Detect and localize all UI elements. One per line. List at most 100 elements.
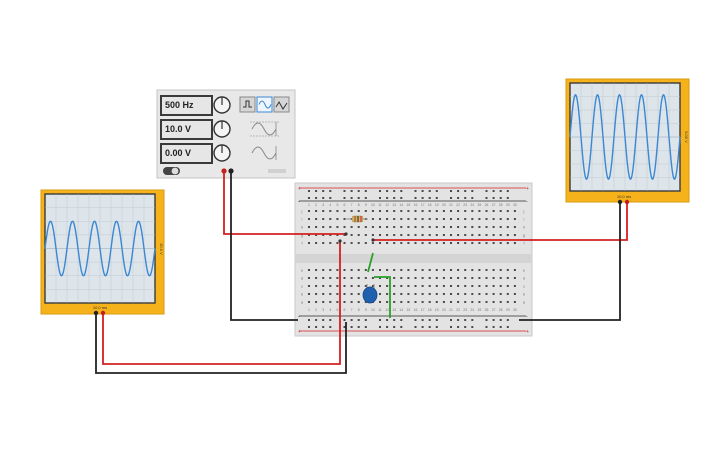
column-number-label: 4 [329, 203, 331, 207]
power-toggle[interactable] [163, 167, 180, 175]
row-letter-label: h [301, 225, 303, 230]
column-number-label: 27 [492, 308, 496, 312]
column-number-label: 12 [385, 203, 389, 207]
column-number-label: 24 [470, 308, 474, 312]
center-channel [295, 254, 532, 263]
frequency-display[interactable]: 500 Hz [160, 95, 213, 116]
column-number-label: 22 [456, 203, 460, 207]
row-letter-label: j [523, 209, 525, 214]
svg-text:-: - [298, 199, 300, 205]
column-number-label: 28 [499, 308, 503, 312]
column-number-label: 14 [399, 308, 403, 312]
column-number-label: 22 [456, 308, 460, 312]
column-number-label: 16 [414, 308, 418, 312]
amplitude-hint-icon [250, 121, 280, 137]
column-number-label: 4 [329, 308, 331, 312]
column-number-label: 15 [407, 308, 411, 312]
oscilloscope-right-trace [569, 93, 681, 181]
row-letter-label: i [524, 217, 525, 222]
column-number-label: 8 [358, 308, 360, 312]
column-number-label: 1 [308, 203, 310, 207]
column-number-label: 20 [442, 203, 446, 207]
capacitor[interactable] [362, 284, 378, 304]
column-number-label: 18 [428, 308, 432, 312]
oscilloscope-left-time-label: 10.0 ms [93, 305, 107, 310]
column-number-label: 11 [378, 308, 382, 312]
svg-text:-: - [526, 199, 528, 205]
wire-green-jumper-1[interactable] [367, 252, 374, 273]
svg-text:+: + [298, 329, 301, 335]
oscilloscope-left-ground-terminal[interactable] [93, 310, 99, 316]
row-letter-label: e [301, 268, 304, 273]
column-number-label: 10 [371, 308, 375, 312]
oscilloscope-right-probe-terminal[interactable] [624, 199, 630, 205]
column-number-label: 25 [478, 203, 482, 207]
svg-text:+: + [526, 329, 529, 335]
svg-text:-: - [526, 314, 528, 320]
row-letter-label: i [302, 217, 303, 222]
column-number-label: 30 [513, 308, 517, 312]
wire-right-scope-ground[interactable] [519, 200, 621, 321]
oscilloscope-right[interactable]: 10.0 ms 5.00 V [565, 78, 690, 205]
column-number-label: 24 [470, 203, 474, 207]
oscilloscope-right-ground-terminal[interactable] [617, 199, 623, 205]
dc-offset-display[interactable]: 0.00 V [160, 143, 213, 164]
resistor[interactable] [346, 215, 368, 223]
column-number-label: 25 [478, 308, 482, 312]
frequency-knob[interactable] [213, 96, 231, 114]
column-number-label: 9 [365, 203, 367, 207]
column-number-label: 3 [322, 203, 324, 207]
row-letter-label: f [301, 241, 303, 246]
column-number-label: 28 [499, 203, 503, 207]
wire-fg-negative[interactable] [230, 171, 298, 321]
row-letter-label: d [523, 276, 525, 281]
column-number-label: 2 [315, 308, 317, 312]
row-letter-label: e [523, 268, 526, 273]
column-number-label: 3 [322, 308, 324, 312]
sine-wave-icon[interactable] [256, 96, 273, 113]
column-number-label: 23 [463, 308, 467, 312]
column-number-label: 26 [485, 203, 489, 207]
row-letter-label: f [523, 241, 525, 246]
row-letter-label: b [523, 292, 526, 297]
wires[interactable] [95, 171, 628, 374]
amplitude-display[interactable]: 10.0 V [160, 119, 213, 140]
column-number-label: 8 [358, 203, 360, 207]
oscilloscope-left-volts-label: 20.0 V [159, 243, 164, 255]
row-letter-label: g [523, 233, 525, 238]
dc-offset-knob[interactable] [213, 144, 231, 162]
column-number-label: 23 [463, 203, 467, 207]
wire-green-jumper-2[interactable] [374, 276, 391, 318]
oscilloscope-left[interactable]: 10.0 ms 20.0 V [40, 189, 165, 316]
triangle-wave-icon[interactable] [273, 96, 290, 113]
svg-text:-: - [298, 314, 300, 320]
column-number-label: 6 [344, 308, 346, 312]
breadboard-holes: +--++--+ [298, 186, 529, 335]
wire-fg-positive[interactable] [223, 171, 346, 235]
square-wave-icon[interactable] [239, 96, 256, 113]
column-number-label: 5 [336, 308, 338, 312]
oscilloscope-right-volts-label: 5.00 V [684, 131, 689, 143]
column-number-label: 17 [421, 203, 425, 207]
offset-hint-icon [251, 146, 277, 160]
column-number-label: 19 [435, 308, 439, 312]
wire-left-scope-ground[interactable] [95, 313, 347, 374]
column-number-label: 13 [392, 308, 396, 312]
column-number-label: 19 [435, 203, 439, 207]
oscilloscope-left-probe-terminal[interactable] [100, 310, 106, 316]
row-letter-label: d [301, 276, 303, 281]
amplitude-knob[interactable] [213, 120, 231, 138]
wire-right-scope-probe[interactable] [373, 200, 628, 241]
row-letter-label: a [301, 300, 304, 305]
wire-left-scope-probe[interactable] [102, 241, 341, 365]
column-number-label: 17 [421, 308, 425, 312]
row-letter-label: g [301, 233, 303, 238]
column-number-label: 7 [351, 203, 353, 207]
column-number-label: 9 [365, 308, 367, 312]
brand-logo [268, 169, 286, 173]
